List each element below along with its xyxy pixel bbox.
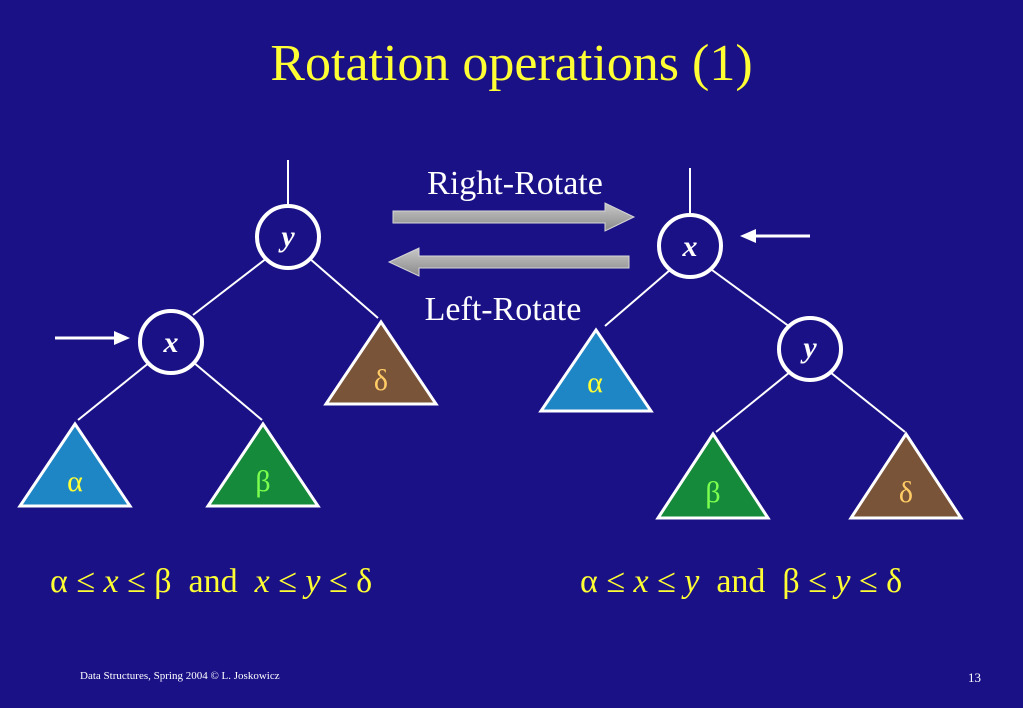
relation-text: ≤ (269, 563, 306, 600)
left-node-y: y (255, 204, 321, 270)
left-edge-y-delta (308, 257, 379, 319)
left-edge-y-x (192, 257, 268, 316)
relation-text: ≤ δ (850, 563, 903, 600)
slide-title: Rotation operations (1) (270, 35, 753, 92)
relation-var: x (254, 563, 270, 600)
left-rotate-label: Left-Rotate (425, 291, 582, 328)
right-subtree-delta: δ (848, 431, 964, 520)
right-node-y-label: y (800, 331, 817, 364)
left-node-x: x (138, 309, 204, 375)
relation-var: x (633, 563, 649, 600)
left-delta-label: δ (374, 364, 388, 397)
left-tree: δ α β y x (17, 160, 439, 508)
left-edge-x-alpha (77, 361, 151, 421)
page-number: 13 (968, 670, 981, 685)
footer-course-credit: Data Structures, Spring 2004 © L. Joskow… (80, 670, 280, 682)
left-tree-ordering-relation: α ≤ x ≤ β and x ≤ y ≤ δ (50, 565, 372, 599)
relation-var: y (835, 563, 851, 600)
right-edge-y-beta (715, 371, 791, 433)
relation-text: α ≤ (50, 563, 104, 600)
right-node-y: y (777, 316, 843, 382)
right-subtree-beta: β (655, 431, 771, 520)
relation-text: α ≤ (580, 563, 634, 600)
relation-var: x (103, 563, 119, 600)
right-node-x-label: x (682, 230, 698, 263)
right-rotate-arrow: Right-Rotate (392, 165, 636, 232)
right-alpha-label: α (587, 366, 603, 399)
right-delta-label: δ (899, 476, 913, 509)
right-tree-ordering-relation: α ≤ x ≤ y and β ≤ y ≤ δ (580, 565, 902, 599)
left-alpha-label: α (67, 465, 83, 498)
left-beta-label: β (255, 465, 270, 498)
left-node-x-label: x (163, 326, 179, 359)
left-node-y-label: y (278, 220, 295, 253)
relation-text: ≤ (648, 563, 685, 600)
relation-text: ≤ β and (118, 563, 255, 600)
right-tree: α β δ x y (538, 168, 964, 520)
right-pointer-arrow (740, 229, 810, 243)
relation-var: y (684, 563, 700, 600)
right-edge-y-delta (829, 371, 906, 433)
left-subtree-delta: δ (323, 319, 439, 406)
right-beta-label: β (705, 476, 720, 509)
left-subtree-alpha: α (17, 421, 133, 508)
relation-text: ≤ δ (320, 563, 373, 600)
right-edge-x-alpha (604, 269, 671, 327)
left-edge-x-beta (192, 361, 263, 421)
right-subtree-alpha: α (538, 327, 654, 413)
relation-var: y (305, 563, 321, 600)
right-edge-x-y (711, 269, 791, 328)
left-subtree-beta: β (205, 421, 321, 508)
relation-text: and β ≤ (699, 563, 836, 600)
right-rotate-label: Right-Rotate (427, 165, 603, 202)
left-rotate-arrow: Left-Rotate (387, 247, 630, 328)
right-node-x: x (657, 213, 723, 279)
left-pointer-arrow (55, 331, 130, 345)
